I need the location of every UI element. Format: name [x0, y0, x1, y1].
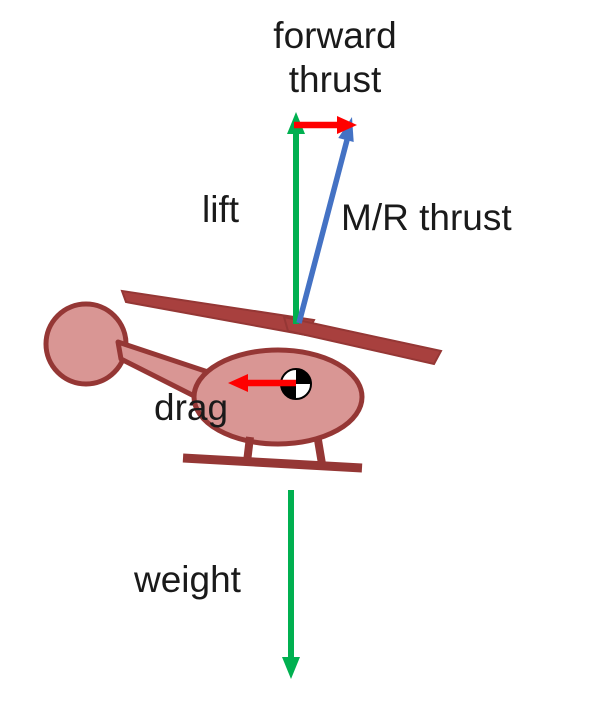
forward-thrust-arrow: [294, 116, 357, 134]
skid-strut-front: [314, 439, 326, 465]
main-rotor-blade-left: [120, 289, 316, 337]
lift-label: lift: [202, 189, 239, 230]
mr-thrust-label: M/R thrust: [341, 197, 512, 238]
weight-label: weight: [134, 559, 241, 600]
tail-rotor: [43, 301, 129, 387]
main-rotor-blade-right: [282, 315, 443, 366]
drag-arrow: [228, 374, 296, 392]
landing-skid: [182, 453, 363, 473]
lift-arrow: [287, 112, 305, 324]
center-of-gravity-marker: [280, 368, 312, 400]
helicopter-body: [191, 347, 365, 447]
forward-thrust-label: forward thrust: [273, 15, 397, 101]
weight-arrow: [282, 490, 300, 679]
drag-label: drag: [154, 387, 229, 428]
